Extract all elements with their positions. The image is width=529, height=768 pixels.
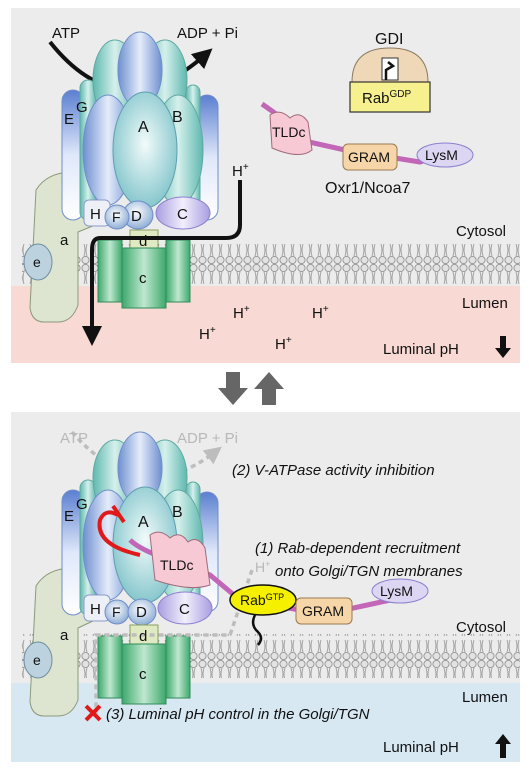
bottom-c-ring-right <box>165 635 191 699</box>
lumen-proton-4: H+ <box>275 335 292 353</box>
label-subunit-e: E <box>64 111 74 128</box>
bottom-label-subunit-d-small: d <box>139 628 147 645</box>
bottom-subunit-c-top-shape <box>157 591 213 625</box>
recruitment-caption-line1: (1) Rab-dependent recruitment <box>255 540 461 557</box>
rab-gtp-shape <box>229 584 297 616</box>
bottom-label-subunit-a-upper: A <box>138 514 149 531</box>
top-lysm-label: LysM <box>425 147 458 163</box>
bottom-label-subunit-h: H <box>90 601 101 618</box>
transition-arrows <box>218 372 284 405</box>
label-subunit-d: D <box>131 208 142 225</box>
label-subunit-a-membrane: a <box>60 232 69 249</box>
lumen-proton-3: H+ <box>199 325 216 343</box>
top-proton-label: H+ <box>232 162 249 180</box>
bottom-tldc-label: TLDc <box>160 557 193 573</box>
bottom-gram-label: GRAM <box>302 603 344 619</box>
bottom-label-subunit-e: E <box>64 508 74 525</box>
bottom-label-subunit-g: G <box>76 496 88 513</box>
label-subunit-b: B <box>172 109 183 126</box>
bottom-tldc-domain <box>149 531 211 589</box>
rab-membrane-anchor <box>251 614 263 646</box>
label-subunit-e-small: e <box>33 254 41 270</box>
top-lumen-region <box>11 286 520 363</box>
rab-gdp-label: RabGDP <box>362 89 412 107</box>
subunit-f-shape <box>104 204 130 230</box>
bottom-panel: TLDc RabGTP GRAM LysM E G A B H F D C d … <box>11 412 520 762</box>
bottom-label-subunit-e-small: e <box>33 652 41 668</box>
recruitment-caption-line2: onto Golgi/TGN membranes <box>275 563 463 580</box>
label-subunit-h: H <box>90 206 101 223</box>
bottom-proton-label: H+ <box>255 559 270 575</box>
lumen-proton-2: H+ <box>312 304 329 322</box>
bottom-subunit-e-shape <box>23 641 53 679</box>
top-cytosol-label: Cytosol <box>456 223 506 240</box>
top-luminal-ph-label: Luminal pH <box>383 341 459 358</box>
bottom-label-subunit-c-ring: c <box>139 666 147 683</box>
bottom-label-subunit-a-membrane: a <box>60 627 69 644</box>
bottom-label-subunit-d: D <box>136 604 147 621</box>
ph-down-arrow <box>495 336 511 358</box>
inhibition-bar <box>111 504 126 524</box>
c-ring-mid <box>121 247 167 309</box>
down-transition-arrow <box>218 372 248 405</box>
label-subunit-c-ring: c <box>139 270 147 287</box>
ph-control-caption: (3) Luminal pH control in the Golgi/TGN <box>106 706 370 723</box>
bottom-label-subunit-c-upper: C <box>179 601 190 618</box>
top-lysm-domain <box>416 142 474 168</box>
inhibition-caption: (2) V-ATPase activity inhibition <box>232 462 435 479</box>
ph-up-arrow <box>495 734 511 758</box>
bottom-label-subunit-f: F <box>112 604 121 620</box>
bottom-c-ring-mid <box>121 643 167 705</box>
top-membrane <box>22 240 520 284</box>
bottom-lysm-domain <box>371 578 429 604</box>
blocked-x-icon <box>84 704 102 722</box>
top-panel: E G A B H F D C d c a e ATP ADP + Pi GDI… <box>11 8 520 363</box>
bottom-cytosol-label: Cytosol <box>456 619 506 636</box>
bottom-c-ring-left <box>97 635 123 699</box>
bottom-lysm-label: LysM <box>380 583 413 599</box>
bottom-lumen-label: Lumen <box>462 689 508 706</box>
top-tldc-domain <box>269 111 313 155</box>
up-transition-arrow <box>254 372 284 405</box>
subunit-c-top-shape <box>155 196 211 230</box>
bottom-label-subunit-b: B <box>172 504 183 521</box>
label-subunit-c-upper: C <box>177 206 188 223</box>
subunit-a-front <box>112 91 178 209</box>
label-subunit-g: G <box>76 99 88 116</box>
inhibition-arrow <box>97 510 141 557</box>
lumen-proton-1: H+ <box>233 304 250 322</box>
subunit-e-shape <box>23 243 53 281</box>
protein-name-label: Oxr1/Ncoa7 <box>325 180 410 197</box>
top-gram-domain <box>342 143 398 171</box>
gdi-label: GDI <box>375 31 403 48</box>
bottom-atp-label: ATP <box>60 430 88 447</box>
c-ring-left <box>97 239 123 303</box>
bottom-adp-pi-label: ADP + Pi <box>177 430 238 447</box>
bottom-luminal-ph-label: Luminal pH <box>383 739 459 756</box>
top-lumen-label: Lumen <box>462 295 508 312</box>
rab-gtp-label: RabGTP <box>240 592 284 608</box>
label-subunit-a-upper: A <box>138 119 149 136</box>
geranylgeranyl-tail <box>384 61 396 80</box>
bottom-gram-domain <box>295 597 353 625</box>
blocked-proton-path <box>94 569 254 720</box>
label-subunit-f: F <box>112 209 121 225</box>
top-tldc-label: TLDc <box>272 124 305 140</box>
rab-gdp-box <box>349 81 431 113</box>
top-atp-label: ATP <box>52 25 80 42</box>
c-ring-right <box>165 239 191 303</box>
top-gram-label: GRAM <box>348 149 390 165</box>
proton-path-arrow <box>82 180 242 346</box>
label-subunit-d-small: d <box>139 233 147 250</box>
top-adp-pi-label: ADP + Pi <box>177 25 238 42</box>
